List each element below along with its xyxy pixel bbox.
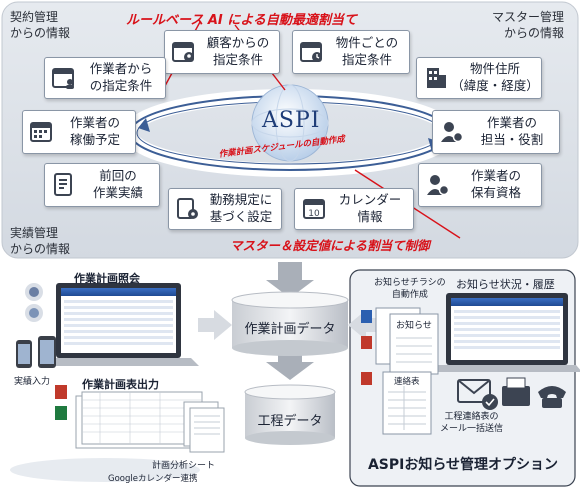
notice-flyer-label: お知らせチラシの 自動作成 xyxy=(374,278,446,300)
svg-text:10: 10 xyxy=(308,209,320,219)
calendar-user-icon xyxy=(172,42,194,62)
actual-input-label: 実績入力 xyxy=(14,377,51,387)
calendar-info-box: 10 カレンダー 情報 xyxy=(294,188,414,230)
previous-work-label: 前回の 作業実績 xyxy=(92,168,143,200)
calendar-grid-icon xyxy=(30,122,52,142)
notice-doc xyxy=(389,313,439,375)
actual-info-label: 実績管理 からの情報 xyxy=(10,226,71,256)
mail-icon xyxy=(457,379,491,403)
right-arrow xyxy=(348,310,382,340)
left-arrow xyxy=(198,310,232,340)
worker-schedule-box: 作業者の 稼働予定 xyxy=(22,110,136,154)
ai-banner: ルールベース AI による自動最適割当て xyxy=(126,13,357,28)
spreadsheet-output xyxy=(75,391,225,453)
qualification-label: 作業者の 保有資格 xyxy=(470,168,521,200)
laptop-left xyxy=(38,283,199,366)
building-icon xyxy=(427,68,446,88)
notice-status-label: お知らせ状況・履歴 xyxy=(456,278,555,291)
contact-table-label: 連絡表 xyxy=(394,377,420,387)
document-icon xyxy=(54,173,72,196)
qualification-box: 作業者の 保有資格 xyxy=(418,163,542,207)
mail-send-label: 工程連絡表の メール一括送信 xyxy=(440,412,504,434)
calendar-info-label: カレンダー 情報 xyxy=(338,192,402,224)
process-data-cylinder xyxy=(244,384,336,445)
google-calendar-label: Googleカレンダー連携 xyxy=(108,474,198,484)
laptop-right xyxy=(432,293,580,372)
work-rules-box: 勤務規定に 基づく設定 xyxy=(168,188,282,230)
property-condition-label: 物件ごとの 指定条件 xyxy=(335,35,399,67)
option-title: ASPIお知らせ管理オプション xyxy=(367,457,559,473)
down-arrow-top xyxy=(266,262,314,298)
address-box: 物件住所 （緯度・経度） xyxy=(416,57,542,99)
contract-info-label: 契約管理 からの情報 xyxy=(10,10,71,40)
worker-role-box: 作業者の 担当・役割 xyxy=(432,110,560,154)
user-gear-icon xyxy=(441,122,464,143)
notice-doc-label: お知らせ xyxy=(396,321,432,331)
customer-condition-box: 顧客からの 指定条件 xyxy=(164,30,280,74)
property-condition-box: 物件ごとの 指定条件 xyxy=(292,30,410,74)
plan-inquiry-label: 作業計画照会 xyxy=(74,272,140,285)
process-data-label: 工程データ xyxy=(257,414,323,429)
worker-request-label: 作業者から の指定条件 xyxy=(89,61,153,93)
address-label: 物件住所 （緯度・経度） xyxy=(451,61,539,93)
worker-role-label: 作業者の 担当・役割 xyxy=(480,115,544,147)
worker-schedule-label: 作業者の 稼働予定 xyxy=(69,115,120,147)
customer-condition-label: 顧客からの 指定条件 xyxy=(206,35,270,67)
plan-data-label: 作業計画データ xyxy=(244,322,336,337)
calendar-clock-icon xyxy=(300,42,322,62)
user-certificate-icon xyxy=(427,175,450,196)
analysis-sheet-label: 計画分析シート xyxy=(152,461,216,471)
previous-work-box: 前回の 作業実績 xyxy=(44,163,160,207)
plan-data-cylinder xyxy=(231,291,349,356)
fax-icon xyxy=(502,377,530,406)
phone-icon xyxy=(538,386,566,408)
master-info-label: マスター管理 からの情報 xyxy=(492,10,565,40)
client-area-shadow xyxy=(10,458,200,482)
doc-gear-icon xyxy=(177,198,198,219)
work-rules-label: 勤務規定に 基づく設定 xyxy=(209,192,273,224)
aspi-logo: ASPI xyxy=(262,108,321,133)
plan-output-label: 作業計画表出力 xyxy=(82,378,159,391)
calendar-person-icon xyxy=(52,68,74,89)
worker-request-box: 作業者から の指定条件 xyxy=(44,57,166,99)
calendar-10-icon: 10 xyxy=(303,199,325,219)
control-banner: マスター＆設定値による割当て制御 xyxy=(230,238,430,253)
down-arrow-mid xyxy=(266,350,314,380)
